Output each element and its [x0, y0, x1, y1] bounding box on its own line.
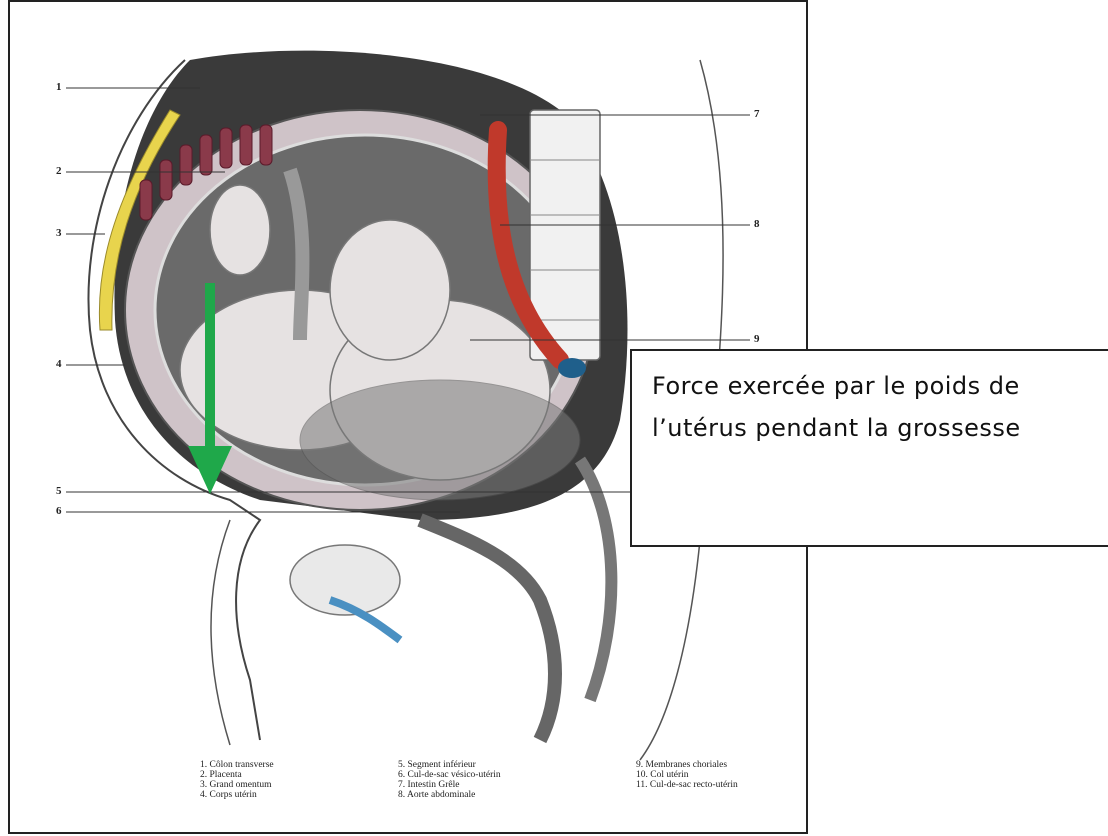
legend-item: 9. Membranes choriales: [636, 760, 738, 770]
uterine-fold: [300, 380, 580, 500]
leader-number-4: 4: [56, 358, 62, 370]
thigh-contour: [211, 520, 230, 745]
cervix: [420, 520, 555, 740]
legend-column-1: 1. Côlon transverse 2. Placenta 3. Grand…: [200, 760, 274, 800]
legend-column-3: 9. Membranes choriales 10. Col utérin 11…: [636, 760, 738, 790]
leader-number-7: 7: [754, 108, 760, 120]
force-callout-text: Force exercée par le poids de l’utérus p…: [652, 365, 1102, 449]
legend-item: 2. Placenta: [200, 770, 274, 780]
legend-item: 10. Col utérin: [636, 770, 738, 780]
vena-cava: [558, 358, 586, 378]
rectum: [580, 460, 611, 700]
legend-item: 4. Corps utérin: [200, 790, 274, 800]
legend-item: 7. Intestin Grêle: [398, 780, 501, 790]
legend-item: 3. Grand omentum: [200, 780, 274, 790]
legend-item: 1. Côlon transverse: [200, 760, 274, 770]
legend-item: 6. Cul-de-sac vésico-utérin: [398, 770, 501, 780]
leader-number-3: 3: [56, 227, 62, 239]
leader-number-2: 2: [56, 165, 62, 177]
legend-item: 5. Segment inférieur: [398, 760, 501, 770]
legend-item: 8. Aorte abdominale: [398, 790, 501, 800]
leader-number-5: 5: [56, 485, 62, 497]
leader-number-8: 8: [754, 218, 760, 230]
legend-column-2: 5. Segment inférieur 6. Cul-de-sac vésic…: [398, 760, 501, 800]
leader-number-6: 6: [56, 505, 62, 517]
leader-number-9: 9: [754, 333, 760, 345]
leader-number-1: 1: [56, 81, 62, 93]
force-callout-box: Force exercée par le poids de l’utérus p…: [630, 349, 1108, 547]
legend-item: 11. Cul-de-sac recto-utérin: [636, 780, 738, 790]
